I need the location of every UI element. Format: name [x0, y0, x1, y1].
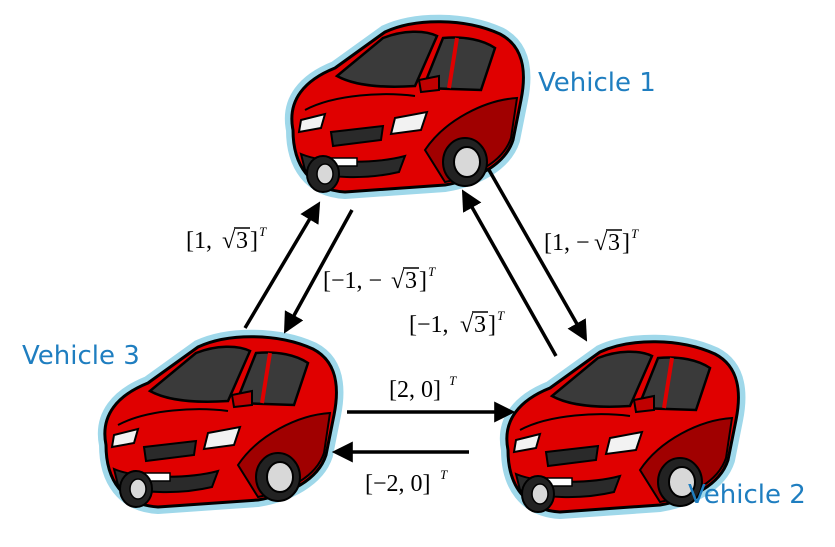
label-v3-to-v1: [1, √ 3 ] T [186, 224, 267, 254]
label-v1-to-v3-sup: T [428, 264, 436, 279]
label-v1-to-v3: [−1, − √ 3 ] T [323, 264, 436, 294]
label-v1-to-v3-close: ] [419, 268, 427, 294]
label-v1-to-v2-close: ] [622, 230, 630, 256]
label-v1-to-v2-body: [1, − [544, 230, 590, 256]
label-v1-to-v2-sup: T [631, 226, 639, 241]
label-v3-to-v2: [2, 0] T [389, 373, 457, 403]
sqrt-sign-icon: √ [460, 312, 474, 338]
label-v2-to-v1: [−1, √ 3 ] T [409, 308, 505, 338]
label-v3-to-v2-sup: T [449, 373, 457, 388]
label-v3-to-v1-close: ] [250, 228, 258, 254]
label-v2-to-v1-body: [−1, [409, 312, 449, 338]
vehicle-3-label: Vehicle 3 [22, 341, 140, 371]
label-v2-to-v1-root: 3 [474, 312, 486, 338]
arrow-v1-to-v3 [283, 209, 354, 334]
arrow-v3-to-v1 [243, 201, 321, 329]
label-v2-to-v1-sup: T [497, 308, 505, 323]
label-v2-to-v3-body: [−2, 0] [365, 471, 431, 497]
label-v3-to-v1-body: [1, [186, 228, 212, 254]
label-v3-to-v1-root: 3 [236, 228, 248, 254]
arrow-v1-to-v2 [487, 169, 588, 342]
vehicle-2-label: Vehicle 2 [688, 480, 806, 510]
label-v2-to-v3-sup: T [440, 467, 448, 482]
label-v1-to-v3-body: [−1, − [323, 268, 382, 294]
label-v1-to-v2: [1, − √ 3 ] T [544, 226, 639, 256]
sqrt-sign-icon: √ [222, 228, 236, 254]
label-v2-to-v1-close: ] [488, 312, 496, 338]
sqrt-sign-icon: √ [391, 268, 405, 294]
label-v1-to-v3-root: 3 [405, 268, 417, 294]
label-v3-to-v2-body: [2, 0] [389, 377, 441, 403]
label-v2-to-v3: [−2, 0] T [365, 467, 448, 497]
sqrt-sign-icon: √ [594, 230, 608, 256]
vehicle-1-car-icon [292, 22, 524, 192]
label-v1-to-v2-root: 3 [608, 230, 620, 256]
vehicle-1-label: Vehicle 1 [538, 68, 656, 98]
arrow-v2-to-v1 [461, 189, 558, 357]
label-v3-to-v1-sup: T [259, 224, 267, 239]
